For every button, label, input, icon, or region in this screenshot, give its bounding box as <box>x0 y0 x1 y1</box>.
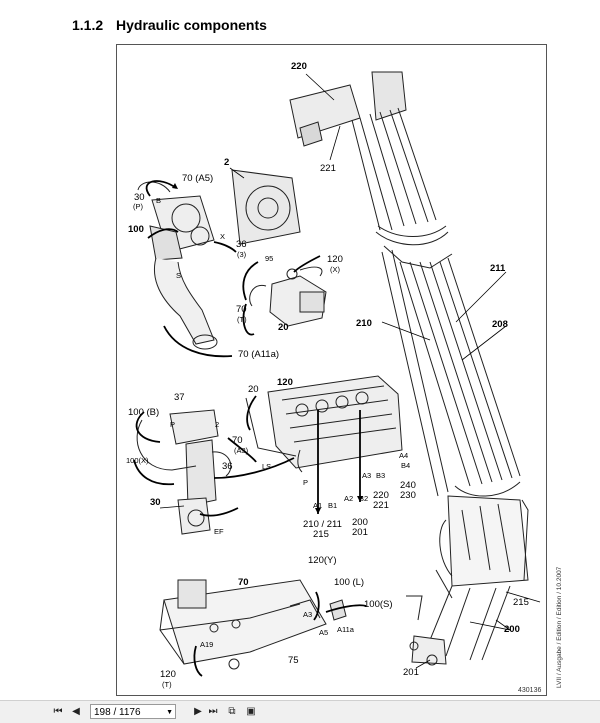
label-b: B <box>156 196 162 205</box>
label-100: 100 <box>128 224 144 235</box>
label-120-x-sub: (X) <box>330 265 340 274</box>
edition-note: LVII / Ausgabe / Edition / Edition / 10.… <box>556 566 563 688</box>
control-valve-block <box>245 375 403 473</box>
document-page: 1.1.2 Hydraulic components <box>72 17 563 696</box>
label-s: S <box>176 271 182 280</box>
label-95: 95 <box>265 254 274 263</box>
label-p: P <box>170 420 176 429</box>
label-200-a: 200 <box>352 517 368 528</box>
mounting-plate-70 <box>159 579 347 670</box>
label-30-p: (P) <box>133 202 143 211</box>
label-70-a3-sub: (A3) <box>234 446 249 455</box>
label-b2: B2 <box>359 494 369 503</box>
label-100-s: 100(S) <box>364 599 393 610</box>
label-ls: LS <box>262 462 272 471</box>
label-120-t-sub: (T) <box>162 680 172 689</box>
figure-frame <box>116 44 547 696</box>
label-220-b: 220 <box>373 490 389 501</box>
label-240: 240 <box>400 480 416 491</box>
label-120-t: 120 <box>160 669 176 680</box>
label-230: 230 <box>400 490 416 501</box>
fit-page-icon[interactable]: ▣ <box>246 706 256 717</box>
page-number-field[interactable]: 198 / 1176 ▼ <box>90 704 176 719</box>
label-a19: A19 <box>200 640 214 649</box>
label-a3-b: A3 <box>303 610 313 619</box>
label-70-a5: 70 (A5) <box>182 173 214 184</box>
label-70-t-sub: (T) <box>237 315 247 324</box>
section-heading: 1.1.2 Hydraulic components <box>72 17 267 33</box>
valve-20 <box>249 266 327 327</box>
page-number-value: 198 / 1176 <box>94 707 141 718</box>
label-30: 30 <box>134 192 145 203</box>
label-100-b: 100 (B) <box>128 407 160 418</box>
label-a5: A5 <box>319 628 329 637</box>
boom-assembly <box>289 71 529 666</box>
label-208: 208 <box>492 319 508 330</box>
prev-page-icon[interactable]: ◀ <box>72 706 80 717</box>
label-120-y: 120(Y) <box>308 555 337 566</box>
label-201-a: 201 <box>352 527 368 538</box>
label-a2: A2 <box>344 494 354 503</box>
label-75: 75 <box>288 655 299 666</box>
label-a11a: A11a <box>337 625 354 634</box>
label-a4: A4 <box>399 451 409 460</box>
label-36: 36 <box>236 239 247 250</box>
label-a1: A1 <box>313 501 323 510</box>
label-36-b: 36 <box>222 461 233 472</box>
label-2-b: 2 <box>215 420 220 429</box>
label-37: 37 <box>174 392 185 403</box>
label-220: 220 <box>291 61 307 72</box>
label-p-b: P <box>303 478 309 487</box>
label-210: 210 <box>356 318 372 329</box>
label-b1: B1 <box>328 501 338 510</box>
label-211: 211 <box>490 263 506 274</box>
label-20: 20 <box>278 322 289 333</box>
label-b3: B3 <box>376 471 386 480</box>
label-215-a: 215 <box>313 529 329 540</box>
last-page-icon[interactable]: ⏭ <box>208 706 218 717</box>
label-100-x: 100(X) <box>126 456 149 465</box>
label-70-t: 70 <box>236 304 247 315</box>
label-100-l: 100 (L) <box>334 577 365 588</box>
label-70-c: 70 <box>238 577 249 588</box>
section-title: Hydraulic components <box>116 17 267 33</box>
chevron-down-icon[interactable]: ▼ <box>166 709 173 716</box>
label-201-b: 201 <box>403 667 419 678</box>
valve-cluster-37 <box>136 409 232 535</box>
label-30-b: 30 <box>150 497 161 508</box>
section-number: 1.1.2 <box>72 17 104 33</box>
figure-id: 430136 <box>518 687 542 694</box>
next-page-icon[interactable]: ▶ <box>194 706 202 717</box>
first-page-icon[interactable]: ⏮ <box>53 706 63 717</box>
label-70-a11a: 70 (A11a) <box>238 349 280 360</box>
viewer-toolbar: ⏮ ◀ 198 / 1176 ▼ ▶ ⏭ ⧉ ▣ <box>0 700 600 723</box>
label-2: 2 <box>224 157 230 168</box>
label-x: X <box>220 232 226 241</box>
label-215-b: 215 <box>513 597 529 608</box>
label-b4: B4 <box>401 461 411 470</box>
copy-icon[interactable]: ⧉ <box>228 706 236 717</box>
label-120-x: 120 <box>327 254 343 265</box>
label-221: 221 <box>320 163 336 174</box>
label-36-sub: (3) <box>237 250 247 259</box>
pump-assembly <box>137 169 301 350</box>
label-ef: EF <box>214 527 224 536</box>
label-221-b: 221 <box>373 500 389 511</box>
label-210-211: 210 / 211 <box>303 519 342 530</box>
label-20-b: 20 <box>248 384 259 395</box>
label-120: 120 <box>277 377 293 388</box>
label-70-a3: 70 <box>232 435 243 446</box>
label-200-b: 200 <box>504 624 520 635</box>
hydraulic-diagram <box>133 71 541 677</box>
label-a3: A3 <box>362 471 372 480</box>
